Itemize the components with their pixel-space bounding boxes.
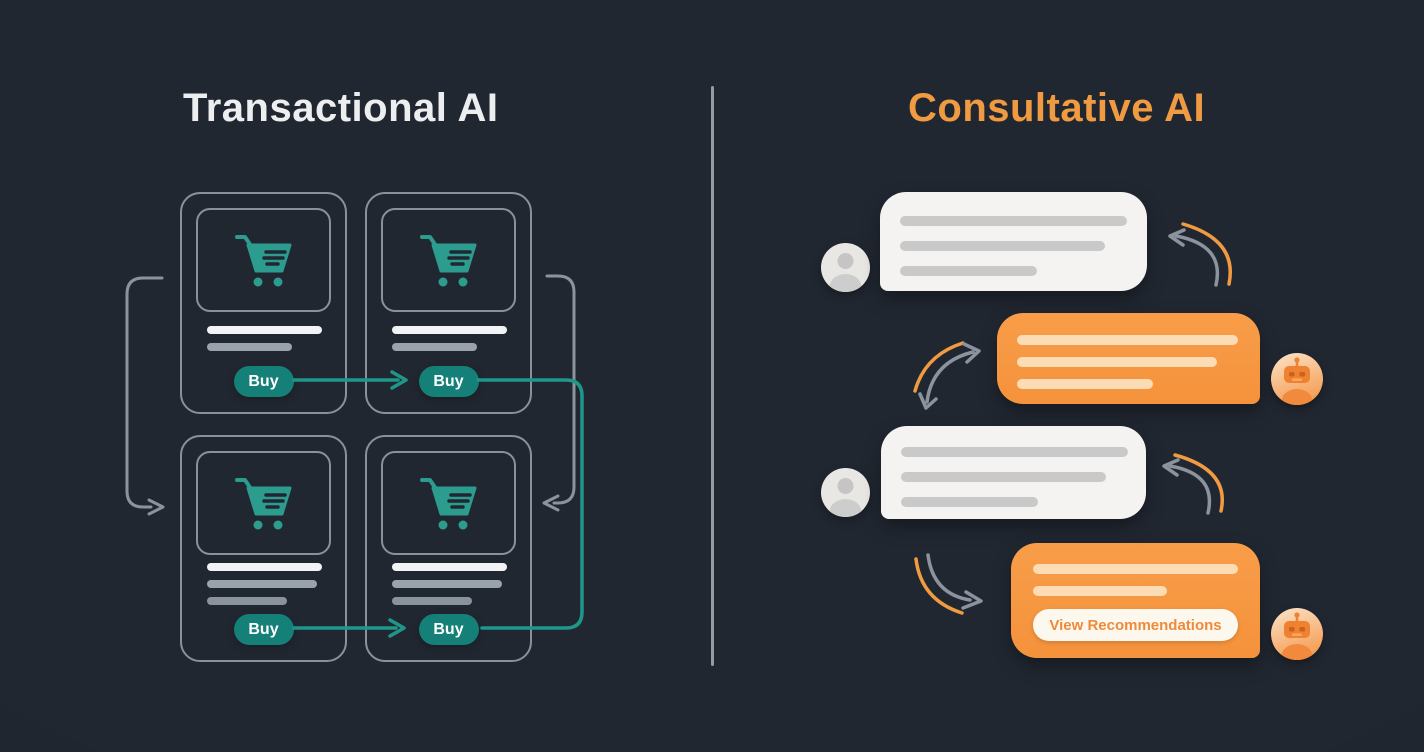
cart-icon xyxy=(419,235,476,287)
text-line-placeholder xyxy=(207,343,292,351)
text-line-placeholder xyxy=(1033,564,1238,574)
text-line-placeholder xyxy=(392,343,477,351)
buy-button[interactable]: Buy xyxy=(418,614,479,645)
ai-message-bubble xyxy=(997,313,1260,404)
text-line-placeholder xyxy=(901,497,1038,507)
text-line-placeholder xyxy=(392,563,507,571)
gray-elbow-arrow-right xyxy=(542,274,576,512)
text-line-placeholder xyxy=(207,326,322,334)
text-line-placeholder xyxy=(207,597,287,605)
product-image-placeholder xyxy=(196,451,331,555)
right-panel-title: Consultative AI xyxy=(908,86,1206,130)
text-line-placeholder xyxy=(392,597,472,605)
bot-avatar xyxy=(1271,353,1323,405)
product-card-3: Buy xyxy=(180,435,347,662)
product-image-placeholder xyxy=(381,208,516,312)
buy-button[interactable]: Buy xyxy=(233,614,294,645)
cart-icon xyxy=(419,478,476,530)
product-text-lines xyxy=(392,563,507,614)
robot-icon xyxy=(1282,357,1312,405)
product-card-2: Buy xyxy=(365,192,532,414)
buy-button[interactable]: Buy xyxy=(418,366,479,397)
user-message-bubble xyxy=(880,192,1147,291)
panel-divider xyxy=(711,86,714,666)
cart-icon xyxy=(234,478,291,530)
text-line-placeholder xyxy=(207,580,317,588)
text-line-placeholder xyxy=(207,563,322,571)
text-line-placeholder xyxy=(900,266,1037,276)
product-text-lines xyxy=(207,326,322,360)
product-text-lines xyxy=(207,563,322,614)
text-line-placeholder xyxy=(1033,586,1167,596)
bot-avatar xyxy=(1271,608,1323,660)
person-icon xyxy=(829,478,862,517)
buy-button[interactable]: Buy xyxy=(233,366,294,397)
text-line-placeholder xyxy=(392,326,507,334)
gray-elbow-arrow-left xyxy=(125,276,165,516)
person-icon xyxy=(829,253,862,292)
curved-arrow-reply-3 xyxy=(1162,453,1224,515)
text-line-placeholder xyxy=(1017,357,1217,367)
product-text-lines xyxy=(392,326,507,360)
cart-icon xyxy=(234,235,291,287)
user-avatar xyxy=(821,468,870,517)
text-line-placeholder xyxy=(901,472,1106,482)
curved-arrow-handoff-4 xyxy=(914,553,983,615)
text-line-placeholder xyxy=(900,216,1127,226)
view-recommendations-button[interactable]: View Recommendations xyxy=(1033,609,1238,641)
user-message-bubble xyxy=(881,426,1146,519)
robot-icon xyxy=(1282,612,1312,660)
product-card-4: Buy xyxy=(365,435,532,662)
product-image-placeholder xyxy=(196,208,331,312)
text-line-placeholder xyxy=(392,580,502,588)
curved-arrow-exchange-2 xyxy=(913,341,981,410)
text-line-placeholder xyxy=(901,447,1128,457)
product-card-1: Buy xyxy=(180,192,347,414)
left-panel-title: Transactional AI xyxy=(183,86,499,130)
text-line-placeholder xyxy=(1017,379,1153,389)
user-avatar xyxy=(821,243,870,292)
text-line-placeholder xyxy=(900,241,1105,251)
curved-arrow-reply-1 xyxy=(1168,222,1232,287)
text-line-placeholder xyxy=(1017,335,1238,345)
ai-message-bubble: View Recommendations xyxy=(1011,543,1260,658)
product-image-placeholder xyxy=(381,451,516,555)
